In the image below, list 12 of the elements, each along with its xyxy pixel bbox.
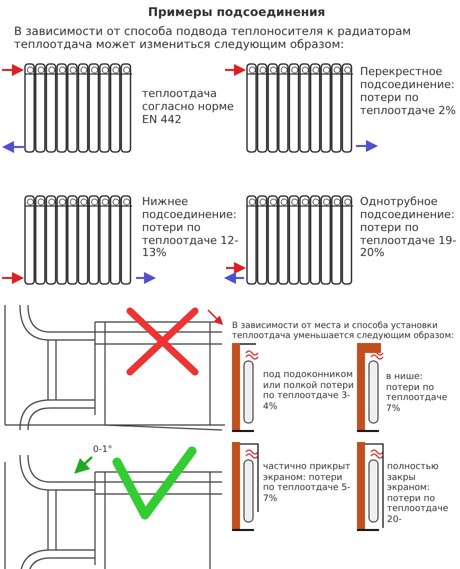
caption: Перекрестное подсоединение: потери по теплоотдаче 2% [360,66,457,118]
title: Примеры подсоединения [148,5,326,20]
caption: в нише: потери по теплоотдаче 7% [386,372,448,414]
angle-label: 0-1° [93,445,112,456]
caption: теплоотдача согласно норме EN 442 [142,88,234,127]
caption: полностью закры экраном: потери по теплоотдаче 20- [387,462,450,526]
caption: частично прикрыт экраном: потери по теплоотдаче 5-7% [263,462,352,504]
caption: Однотрубное подсоединение: потери по теплоотдаче 19-20% [360,196,458,260]
caption: Нижнее подсоединение: потери по теплоотдаче 12-13% [142,196,240,260]
intro-text: В зависимости от места и способа установки теплоотдача уменьшается следующим образом: [232,321,455,342]
caption: под подоконником или полкой потери по теплоотдаче 3-4% [263,370,355,412]
intro-text: В зависимости от способа подвода теплоносителя к радиаторам теплоотдача может измениться следующим образом: [14,25,412,52]
